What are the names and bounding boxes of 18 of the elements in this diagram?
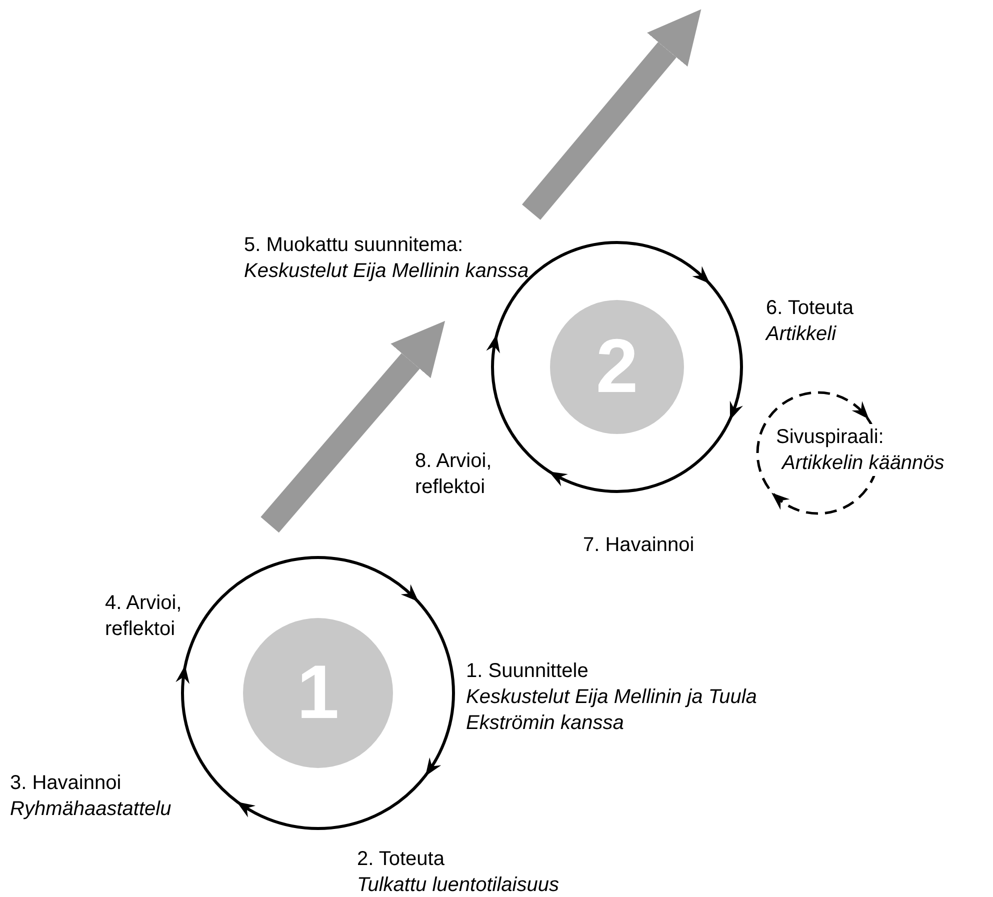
step-detail: Tulkattu luentotilaisuus: [357, 873, 559, 897]
step-label: Sivuspiraali:: [776, 424, 884, 450]
step-detail: Artikkeli: [766, 322, 836, 347]
step-label: 7. Havainnoi: [583, 533, 694, 558]
step-label: 3. Havainnoi: [10, 771, 122, 796]
step-detail: Keskustelut Eija Mellinin ja Tuula Ekströmin kanssa: [466, 685, 758, 736]
step-detail: Keskustelut Eija Mellinin kanssa: [244, 259, 529, 284]
step-detail: Artikkelin käännös: [782, 450, 944, 476]
step-label: 8. Arvioi, reflektoi: [415, 449, 493, 500]
step-detail: Ryhmähaastattelu: [10, 797, 172, 822]
step-label: 5. Muokattu suunnitema:: [244, 233, 464, 258]
arrow: [522, 9, 702, 220]
step-label: 2. Toteuta: [357, 847, 444, 872]
step-label: 1. Suunnittele: [466, 659, 588, 684]
step-label: 6. Toteuta: [766, 296, 854, 321]
step-label: 4. Arvioi, reflektoi: [105, 591, 183, 642]
cycle-circle: [181, 556, 455, 830]
arrow: [260, 320, 446, 533]
